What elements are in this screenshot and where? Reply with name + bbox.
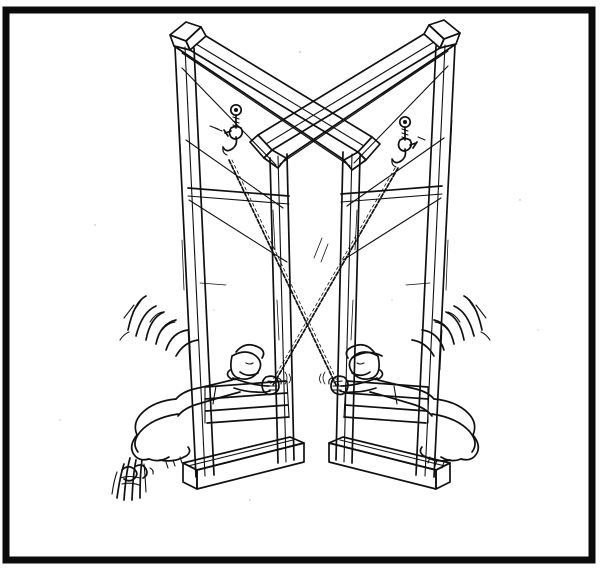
left-base-platform: [182, 436, 305, 490]
rope-from-left-machine: [228, 159, 340, 386]
artist-signature: [119, 464, 154, 486]
left-victim-torso: [175, 379, 241, 417]
left-post-inner: [269, 153, 295, 464]
crossing-ropes: [228, 159, 399, 386]
right-victim-head: [345, 343, 384, 381]
man-right: [319, 343, 480, 469]
paper-speckle: [59, 51, 539, 501]
left-upper-panel: [187, 187, 290, 205]
left-top-crossbeam: [169, 21, 381, 171]
right-victim-arm: [319, 371, 378, 396]
left-wood-grain: [178, 119, 280, 371]
grass-tuft-left: [119, 295, 199, 357]
right-upper-panel: [340, 185, 443, 203]
left-frame-brace: [181, 67, 288, 263]
left-victim-hand: [261, 375, 282, 396]
right-victim-hand: [328, 375, 349, 396]
black-border: [2, 6, 596, 564]
right-base-platform: [328, 436, 451, 490]
left-victim-legs: [130, 398, 191, 469]
grass-tuft-right: [411, 295, 491, 357]
right-victim-legs: [419, 398, 480, 469]
right-top-crossbeam: [249, 19, 461, 169]
man-left: [130, 343, 291, 469]
right-blade-release-hook: [391, 115, 426, 168]
guillotine-right: [249, 19, 461, 490]
rope-from-right-machine: [269, 167, 399, 386]
right-victim-torso: [369, 379, 435, 417]
left-victim-arm: [232, 371, 291, 396]
left-blade-release-hook: [209, 103, 244, 156]
right-post-inner: [335, 151, 361, 464]
right-wood-grain: [350, 119, 453, 371]
